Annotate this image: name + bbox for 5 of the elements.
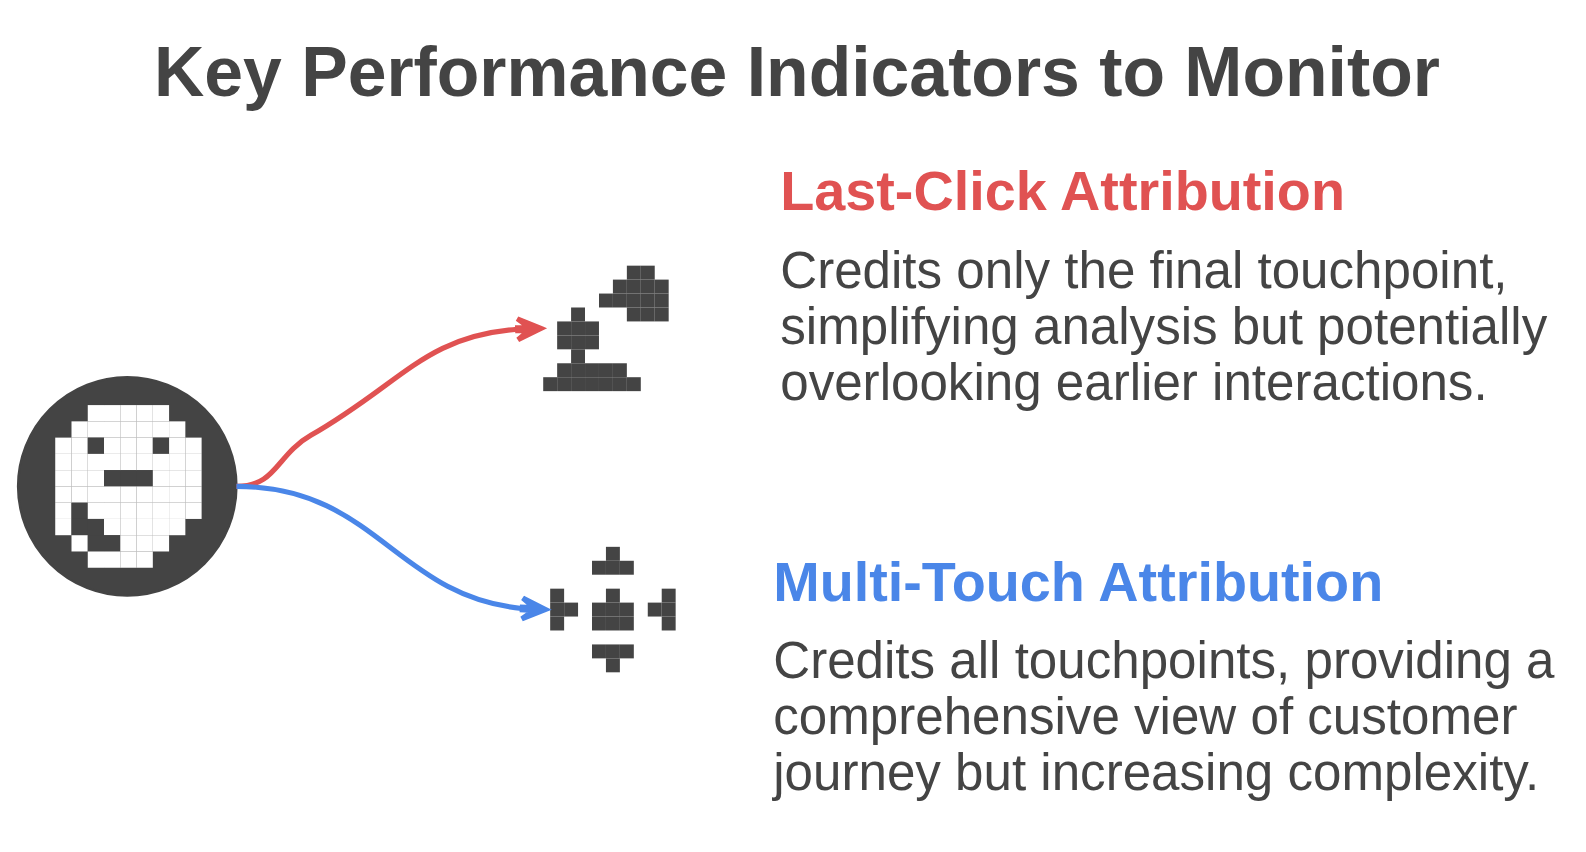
node-label: Credits only the final touchpoint, simplifying analysis but potentially overlooking earlier interactions. xyxy=(780,241,1548,411)
diagram-title: Key Performance Indicators to Monitor xyxy=(153,33,1440,112)
node-label: Credits all touchpoints, providing a comprehensive view of customer journey but increasing complexity. xyxy=(773,632,1555,801)
node-label: Last-Click Attribution xyxy=(780,160,1345,223)
node-label: Multi-Touch Attribution xyxy=(773,550,1384,613)
